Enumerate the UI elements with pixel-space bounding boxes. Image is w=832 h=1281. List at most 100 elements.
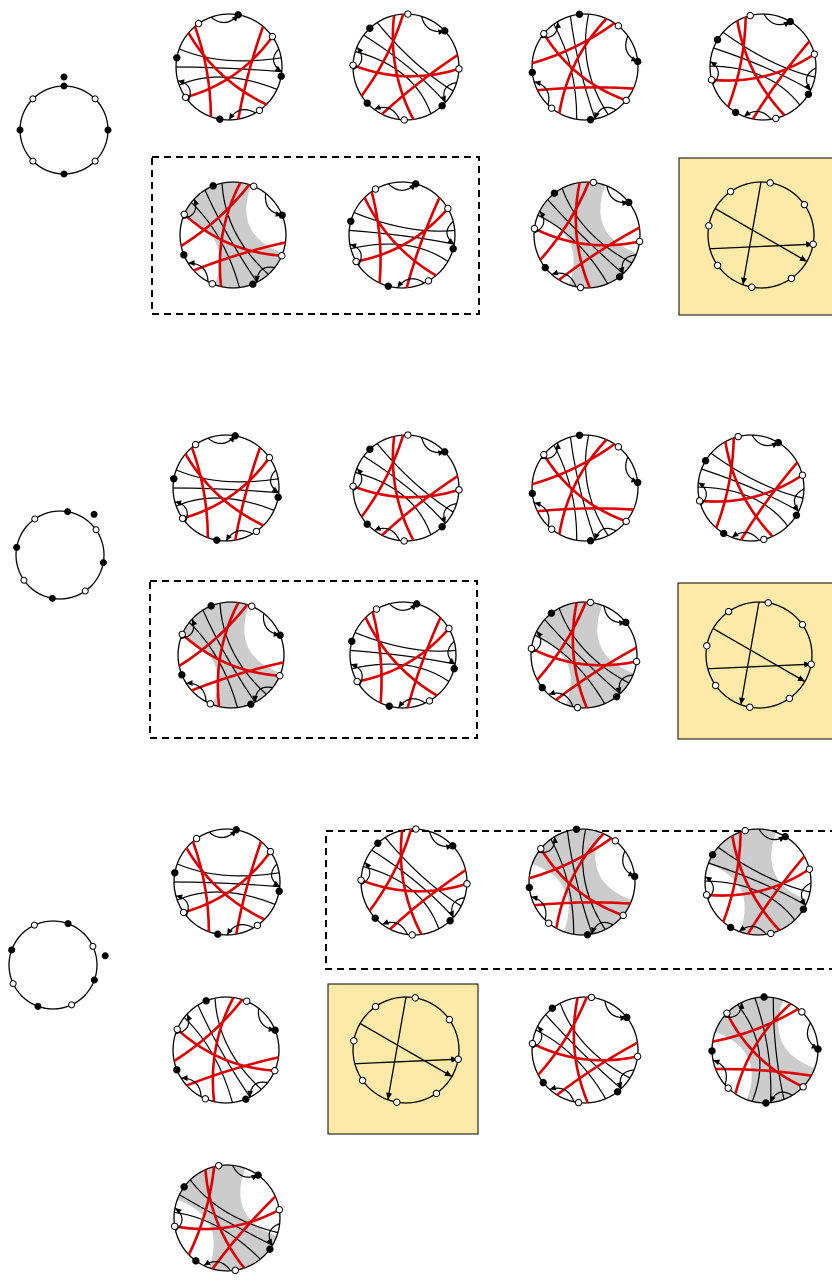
arrow-hook: [381, 919, 409, 935]
black-point: [374, 839, 382, 847]
white-point: [707, 76, 716, 84]
arrow-hook: [373, 525, 401, 541]
arrow-hook: [594, 106, 617, 120]
white-point: [619, 911, 627, 920]
arrow-hook: [731, 531, 760, 541]
arrow-hook: [723, 1002, 745, 1018]
white-point: [454, 1055, 462, 1063]
white-point: [81, 587, 89, 595]
black-chord: [737, 1004, 761, 1102]
white-point: [243, 997, 251, 1005]
red-curve: [391, 15, 415, 121]
white-point: [231, 1266, 239, 1275]
arrow-hook: [799, 882, 812, 906]
white-point: [746, 703, 754, 711]
black-point: [64, 508, 72, 516]
dashed-selection-box: [151, 156, 480, 315]
black-chord: [713, 47, 811, 91]
arrow-hook: [769, 1091, 793, 1103]
red-curve: [739, 461, 799, 541]
white-point: [611, 837, 620, 845]
white-point: [463, 880, 471, 888]
red-curve: [715, 437, 736, 529]
white-point: [404, 431, 412, 439]
black-chord: [754, 997, 772, 1103]
white-point: [798, 471, 807, 479]
reference-circle: [8, 920, 109, 1010]
arrow-hook: [182, 198, 200, 220]
black-chord: [581, 828, 606, 930]
arrow-hook: [530, 630, 543, 654]
chord-diagram: [707, 11, 819, 123]
arrow-hook: [262, 613, 281, 637]
chord-diagram: [171, 826, 283, 938]
red-curve: [530, 647, 637, 667]
black-chord: [363, 34, 446, 103]
white-point: [404, 10, 412, 18]
black-point: [60, 170, 68, 178]
arrow-hook: [540, 21, 561, 39]
white-point: [724, 1084, 732, 1092]
black-point: [732, 108, 740, 117]
black-chord: [558, 608, 630, 684]
black-point: [708, 851, 717, 859]
black-point: [366, 24, 374, 32]
arrow-hook: [537, 836, 558, 854]
arrow-hook: [604, 1000, 627, 1021]
white-point: [540, 29, 548, 38]
arrow-hook: [549, 1084, 575, 1103]
red-curve: [182, 456, 271, 520]
white-point: [191, 440, 200, 449]
arrow-hook: [615, 674, 634, 694]
reference-circle: [13, 508, 107, 602]
black-point: [213, 536, 221, 544]
white-point: [371, 185, 380, 193]
red-curve: [536, 601, 588, 681]
white-point: [271, 1067, 279, 1075]
red-curve: [193, 25, 213, 117]
diagram-circle: [697, 434, 805, 542]
chord-diagram: [525, 825, 639, 939]
reference-circle-layer: [8, 73, 112, 1010]
black-point: [275, 887, 283, 895]
black-point: [171, 869, 179, 877]
black-point: [525, 883, 533, 892]
white-point: [527, 644, 536, 653]
diagram-circle: [528, 828, 636, 936]
red-curve: [736, 20, 786, 117]
arrow-hook: [352, 467, 364, 492]
arrow-hook: [606, 185, 629, 206]
red-curve: [727, 16, 748, 108]
black-point: [347, 217, 355, 225]
black-point: [622, 618, 630, 627]
black-chord: [584, 13, 609, 115]
black-point: [441, 27, 449, 35]
red-curve: [190, 446, 210, 538]
red-curve: [204, 1169, 246, 1269]
white-point: [31, 515, 39, 523]
black-point: [413, 600, 421, 608]
red-curve: [185, 35, 274, 99]
black-point: [99, 559, 107, 567]
black-point: [371, 914, 379, 922]
white-point: [253, 921, 262, 930]
black-chord: [197, 1004, 251, 1098]
white-point: [180, 210, 188, 218]
diagram-circle: [709, 13, 817, 121]
white-point: [764, 599, 772, 607]
black-point: [438, 102, 446, 110]
red-curve: [356, 627, 450, 683]
black-point: [631, 872, 639, 881]
white-point: [250, 182, 258, 190]
black-point: [720, 529, 728, 538]
arrow-hook: [440, 81, 457, 103]
red-curve: [558, 438, 608, 535]
diagram-circle: [531, 434, 639, 542]
arrow-chord: [386, 996, 407, 1100]
arrow-hook: [228, 109, 256, 121]
white-point: [89, 942, 97, 950]
arrow-hook: [704, 875, 714, 900]
white-point: [734, 432, 742, 441]
arrow-hook: [272, 48, 283, 73]
red-curve: [533, 227, 640, 247]
